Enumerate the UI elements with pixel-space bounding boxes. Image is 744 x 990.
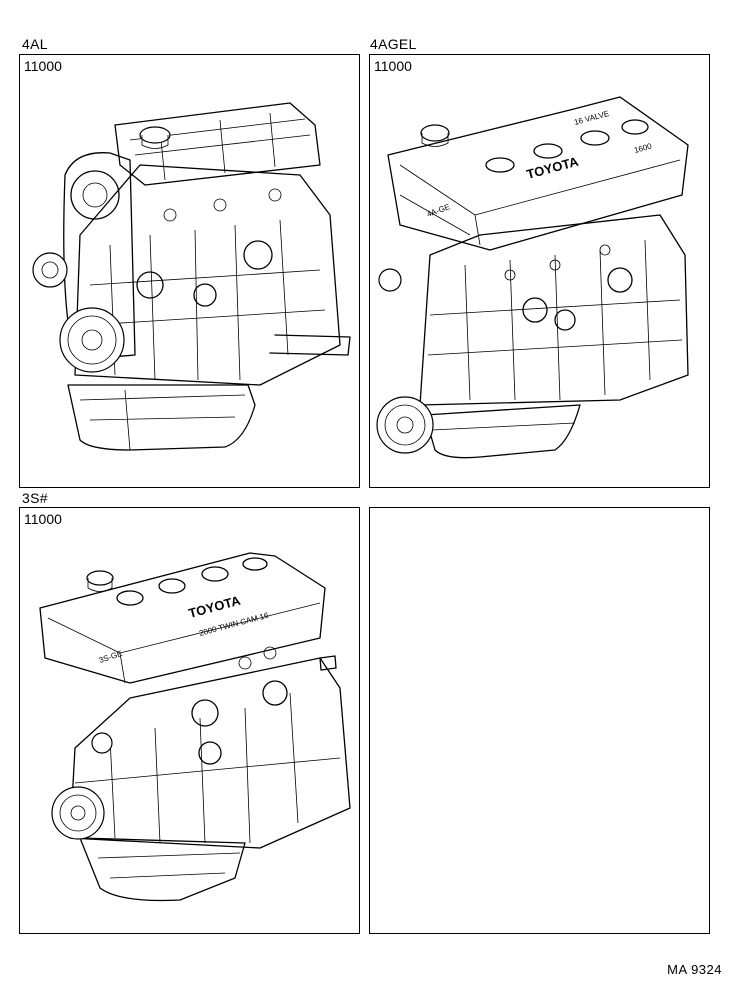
part-number: 11000 xyxy=(24,511,62,527)
engine-assembly-4agel-icon: TOYOTA 16 VALVE 1600 4A-GE xyxy=(376,96,689,459)
part-number: 11000 xyxy=(374,58,412,74)
model-label-4agel: 4AGEL xyxy=(370,36,417,52)
reference-code: MA 9324 xyxy=(667,962,722,977)
cover-text-valve: 16 VALVE xyxy=(573,109,610,127)
panel-3s: 11000 TOYOTA 2000 TWIN CAM 16 3S-GE xyxy=(19,507,360,934)
part-number: 11000 xyxy=(24,58,62,74)
model-label-4al: 4AL xyxy=(22,36,48,52)
cover-text-brand: TOYOTA xyxy=(187,593,243,621)
panel-empty xyxy=(369,507,710,934)
cover-text-displacement: 1600 xyxy=(633,141,653,154)
panel-4agel: 11000 TOYOTA 16 VALVE 1600 4A-GE xyxy=(369,54,710,488)
cover-text-engine-code: 3S-GE xyxy=(98,649,124,665)
engine-assembly-4al-icon xyxy=(32,102,351,451)
model-label-3s: 3S# xyxy=(22,490,48,506)
engine-assembly-3s-icon: TOYOTA 2000 TWIN CAM 16 3S-GE xyxy=(39,552,351,902)
cover-text-engine-code: 4A-GE xyxy=(426,202,452,219)
panel-4al: 11000 xyxy=(19,54,360,488)
